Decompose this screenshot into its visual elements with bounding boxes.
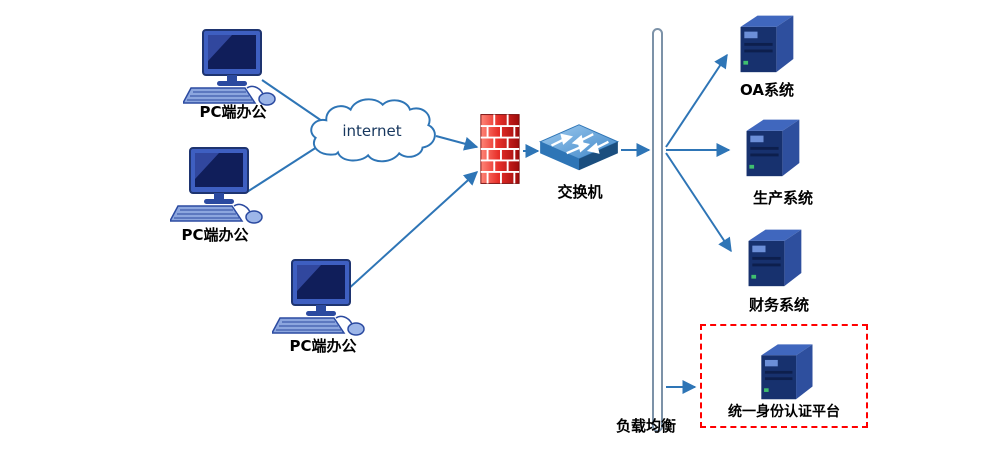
- node-server-finance-label: 财务系统: [748, 296, 809, 314]
- node-server-oa-label: OA系统: [740, 81, 794, 99]
- desktop-pc-icon: [181, 29, 276, 106]
- desktop-pc-icon: [168, 147, 263, 224]
- load-balancer-bar: [652, 28, 663, 432]
- server-tower-icon: [740, 15, 794, 73]
- node-pc-3: [270, 258, 372, 342]
- connector-internet-firewall: [435, 135, 479, 151]
- server-tower-icon: [761, 344, 813, 400]
- firewall-brick-wall-icon: [480, 114, 520, 184]
- node-identity-platform: [754, 337, 818, 407]
- node-firewall: [478, 112, 522, 190]
- node-switch-label: 交换机: [557, 183, 603, 201]
- node-switch: [538, 120, 620, 179]
- node-server-prod: [739, 112, 805, 184]
- desktop-pc-icon: [270, 259, 365, 336]
- node-pc-1: [181, 28, 283, 112]
- server-tower-icon: [748, 229, 802, 287]
- node-server-prod-label: 生产系统: [752, 189, 813, 207]
- identity-platform-highlight-box: [700, 324, 868, 428]
- connector-loadbalancer-finance: [665, 152, 732, 253]
- node-server-oa: [733, 8, 799, 80]
- node-internet: [304, 96, 440, 170]
- connector-loadbalancer-oa: [665, 53, 728, 148]
- node-pc-1-label: PC端办公: [199, 103, 267, 121]
- node-pc-2-label: PC端办公: [181, 226, 249, 244]
- node-pc-3-label: PC端办公: [289, 337, 357, 355]
- load-balancer-label: 负载均衡: [615, 417, 676, 435]
- node-server-finance: [741, 222, 807, 294]
- network-switch-icon: [538, 124, 620, 171]
- node-pc-2: [168, 146, 270, 230]
- node-identity-platform-label: 统一身份认证平台: [728, 404, 840, 420]
- node-internet-label: internet: [342, 122, 402, 140]
- cloud-icon: [310, 98, 436, 163]
- server-tower-icon: [746, 119, 800, 177]
